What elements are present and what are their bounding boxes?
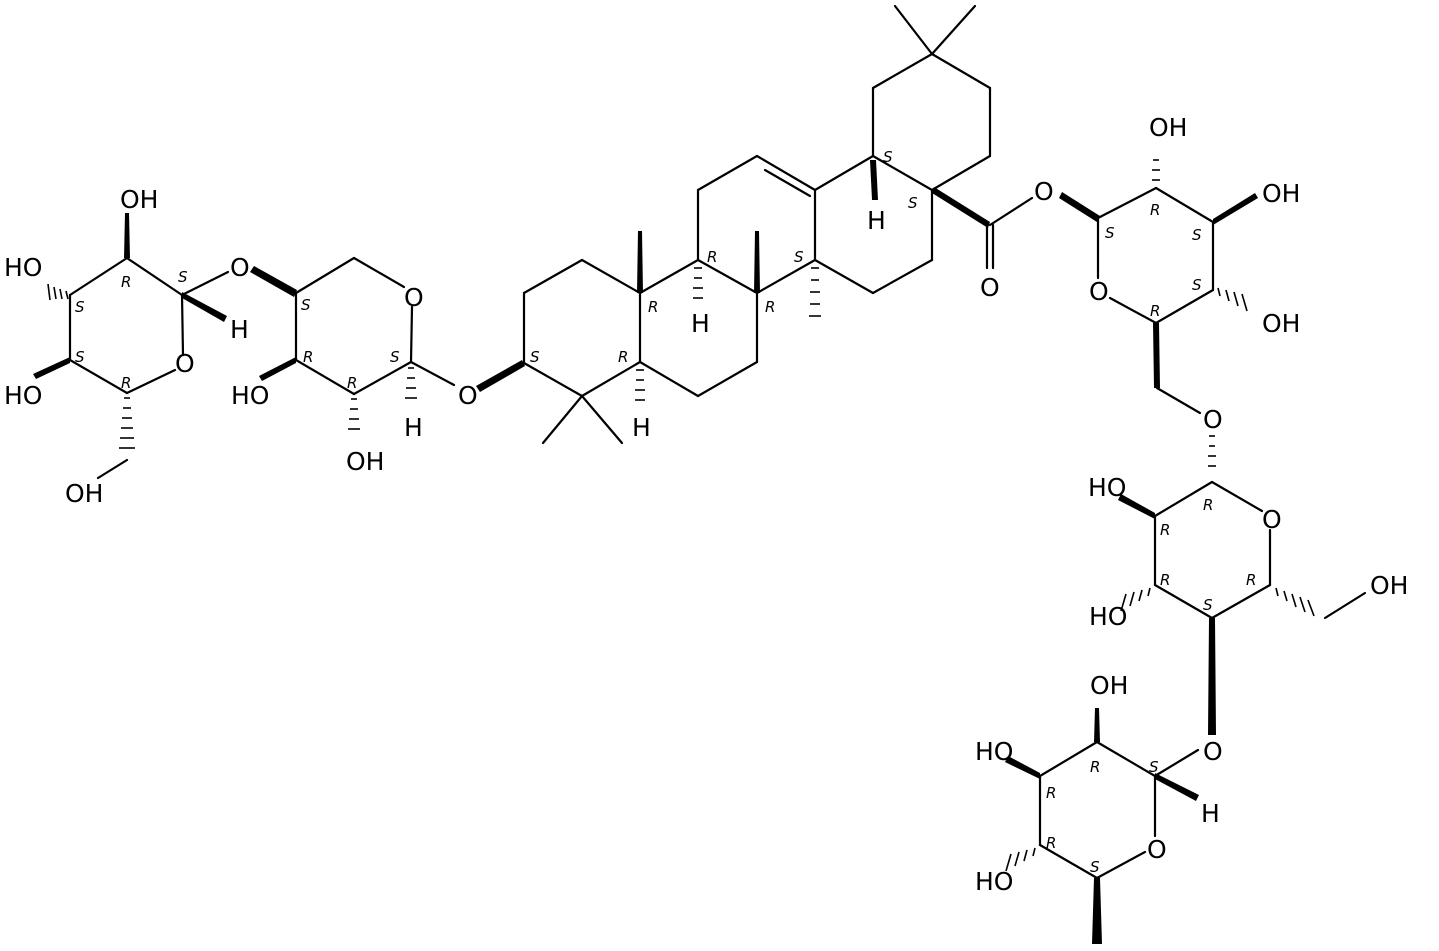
o-label: O bbox=[175, 349, 195, 378]
oh-label: OH bbox=[65, 479, 103, 508]
stereo-label: R bbox=[765, 298, 775, 316]
rhamnose-ring bbox=[1005, 708, 1200, 944]
glucose-ring-1 bbox=[1059, 159, 1258, 415]
stereo-label: R bbox=[1046, 784, 1056, 802]
atom-labels: OH HO HO O H O OH O HO OH H O H H H O O … bbox=[4, 113, 1408, 896]
stereo-label: R bbox=[1150, 302, 1160, 320]
stereo-label: S bbox=[794, 248, 804, 266]
stereo-label: S bbox=[390, 348, 400, 366]
stereo-label: R bbox=[1160, 521, 1170, 539]
stereo-label: R bbox=[121, 273, 131, 291]
o-label: O bbox=[1203, 737, 1223, 766]
stereo-label: S bbox=[883, 148, 893, 166]
stereo-label: R bbox=[707, 248, 717, 266]
o-label: O bbox=[1034, 177, 1054, 206]
oh-label: OH bbox=[1090, 671, 1128, 700]
ho-label: HO bbox=[975, 737, 1013, 766]
stereo-label: R bbox=[1160, 571, 1170, 589]
o-label: O bbox=[980, 273, 1000, 302]
stereo-label: S bbox=[1192, 226, 1202, 244]
oh-label: OH bbox=[1262, 179, 1300, 208]
h-label: H bbox=[1201, 799, 1220, 828]
o-label: O bbox=[404, 283, 424, 312]
stereo-label: S bbox=[1105, 224, 1115, 242]
stereo-label: R bbox=[347, 374, 357, 392]
ho-label: HO bbox=[4, 381, 42, 410]
stereo-label: S bbox=[178, 268, 188, 286]
stereo-label: S bbox=[75, 298, 85, 316]
stereo-label: R bbox=[1090, 758, 1100, 776]
stereo-descriptors: R S S S R S R R S S R R R S R S S S R S … bbox=[75, 148, 1256, 876]
o-label: O bbox=[1203, 405, 1223, 434]
stereo-label: R bbox=[1246, 571, 1256, 589]
stereo-label: R bbox=[1203, 496, 1213, 514]
oh-label: OH bbox=[1149, 113, 1187, 142]
oh-label: OH bbox=[346, 447, 384, 476]
stereo-label: R bbox=[618, 348, 628, 366]
o-label: O bbox=[1089, 277, 1109, 306]
oh-label: OH bbox=[120, 185, 158, 214]
stereo-label: R bbox=[121, 374, 131, 392]
h-label: H bbox=[632, 413, 651, 442]
stereo-label: S bbox=[1090, 858, 1100, 876]
ho-label: HO bbox=[1089, 602, 1127, 631]
oh-label: OH bbox=[1262, 309, 1300, 338]
stereo-label: S bbox=[530, 348, 540, 366]
stereo-label: R bbox=[303, 348, 313, 366]
stereo-label: R bbox=[1150, 201, 1160, 219]
h-label: H bbox=[867, 206, 886, 235]
left-glucose-ring bbox=[33, 213, 230, 480]
stereo-label: S bbox=[301, 296, 311, 314]
h-label: H bbox=[230, 315, 249, 344]
oh-label: OH bbox=[1370, 571, 1408, 600]
o-label: O bbox=[230, 253, 250, 282]
stereo-label: R bbox=[1046, 834, 1056, 852]
aglycone-skeleton bbox=[476, 4, 1034, 445]
ho-label: HO bbox=[975, 867, 1013, 896]
stereo-label: S bbox=[908, 194, 918, 212]
stereo-label: S bbox=[1203, 596, 1213, 614]
xylose-ring bbox=[250, 256, 456, 430]
h-label: H bbox=[404, 413, 423, 442]
stereo-label: S bbox=[1192, 276, 1202, 294]
stereo-label: S bbox=[75, 348, 85, 366]
ho-label: HO bbox=[4, 253, 42, 282]
o-label: O bbox=[458, 381, 478, 410]
stereo-label: S bbox=[1149, 758, 1159, 776]
h-label: H bbox=[691, 309, 710, 338]
stereo-label: R bbox=[648, 298, 658, 316]
ho-label: HO bbox=[1088, 473, 1126, 502]
o-label: O bbox=[1262, 505, 1282, 534]
ho-label: HO bbox=[231, 381, 269, 410]
glucose-ring-2 bbox=[1118, 435, 1367, 735]
o-label: O bbox=[1147, 835, 1167, 864]
